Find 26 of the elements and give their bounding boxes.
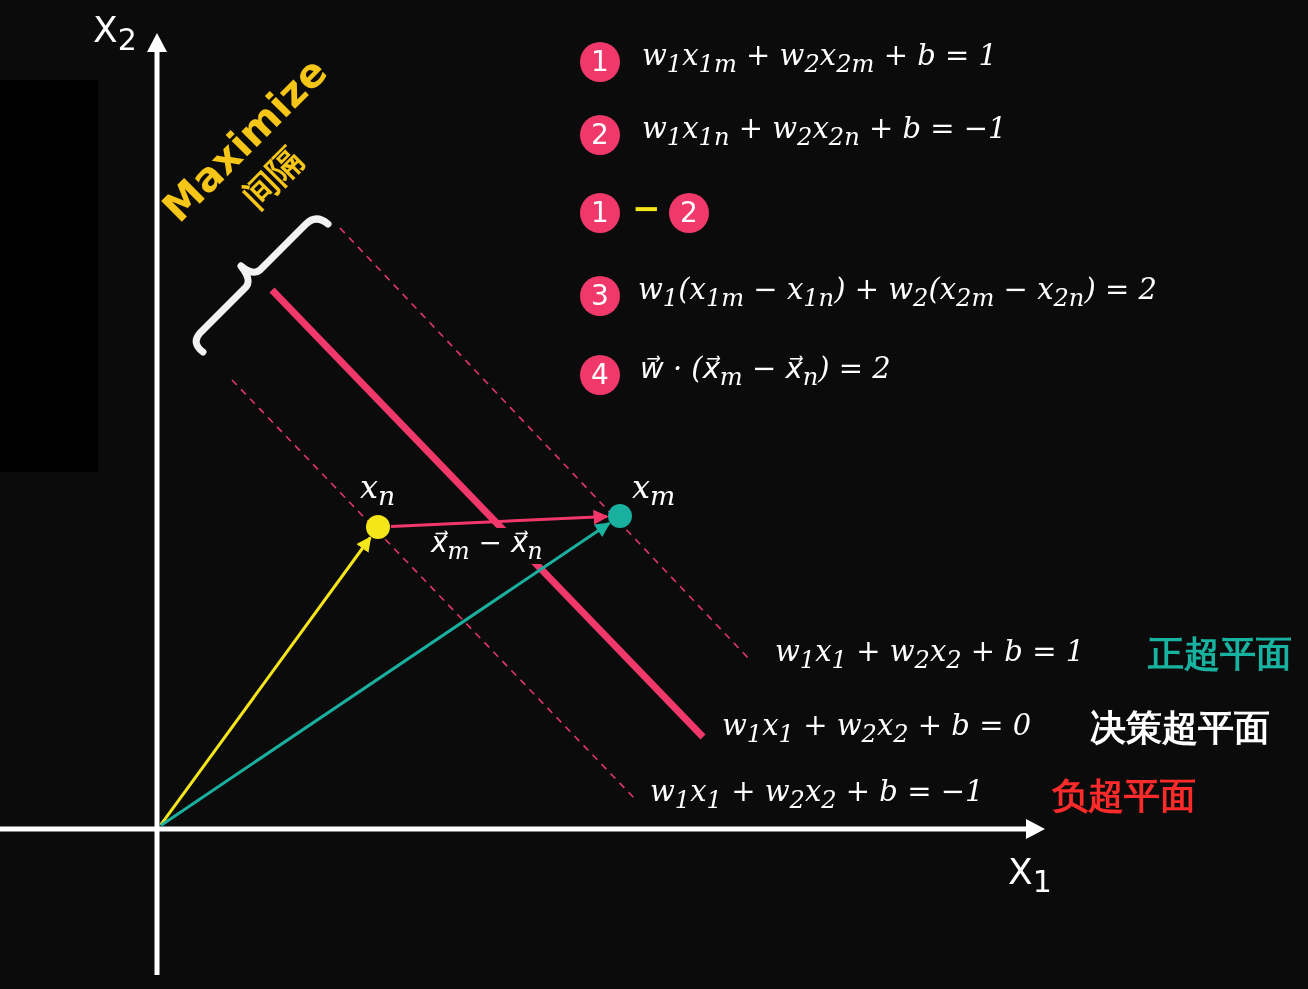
point-label: x$_{m}$ [632, 470, 676, 511]
number-badge: 4 [580, 355, 620, 395]
equation: w$_{1}$x$_{1}$ + w$_{2}$x$_{2}$ + b = 1 [775, 636, 1085, 674]
number-badge: 1 [580, 193, 620, 233]
equation: w$_{1}$x$_{1m}$ + w$_{2}$x$_{2m}$ + b = 1 [642, 40, 997, 78]
point-label: x$_{n}$ [360, 470, 396, 511]
number-badge: 2 [580, 115, 620, 155]
plane-name: 决策超平面 [1090, 708, 1270, 748]
arrow [160, 522, 611, 827]
arrow [159, 536, 372, 827]
number-badge: 3 [580, 276, 620, 316]
number-badge: 1 [580, 42, 620, 82]
arrow [390, 509, 609, 528]
equation: w$_{1}$(x$_{1m}$ − x$_{1n}$) + w$_{2}$(x$_{2m}$ − x$_{2n}$) = 2 [638, 274, 1157, 312]
axis-label: X$_{2}$ [93, 10, 137, 57]
plane-name: 负超平面 [1052, 776, 1196, 816]
axis-label: X$_{1}$ [1008, 852, 1052, 899]
number-badge: 2 [669, 193, 709, 233]
data-point [366, 515, 390, 539]
equation: w$_{1}$x$_{1n}$ + w$_{2}$x$_{2n}$ + b = −1 [642, 113, 1007, 151]
data-point [608, 504, 632, 528]
plane-name: 正超平面 [1148, 634, 1292, 674]
equation: w$_{1}$x$_{1}$ + w$_{2}$x$_{2}$ + b = 0 [722, 710, 1032, 748]
equation: w⃗ · (x⃗$_{m}$ − x⃗$_{n}$) = 2 [640, 353, 891, 391]
equation: w$_{1}$x$_{1}$ + w$_{2}$x$_{2}$ + b = −1 [650, 776, 984, 814]
minus-sign: − [632, 190, 661, 228]
